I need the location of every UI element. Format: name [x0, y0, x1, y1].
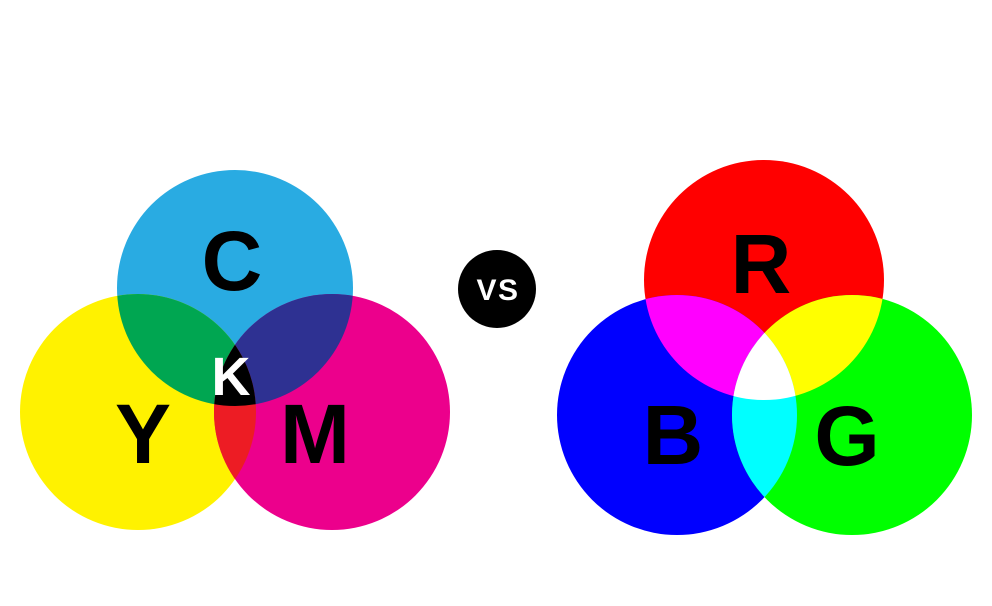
cmyk-venn: C Y M K [20, 170, 450, 530]
overlap-red-blue-magenta [644, 295, 797, 400]
label-cyan: C [202, 214, 263, 308]
label-blue: B [643, 388, 704, 482]
label-key: K [212, 347, 251, 407]
label-green: G [814, 389, 879, 483]
vs-badge-circle [458, 250, 536, 328]
overlap-cyan-yellow-green [117, 294, 256, 406]
label-magenta: M [280, 387, 350, 481]
label-red: R [731, 217, 792, 311]
rgb-venn: R B G [557, 160, 972, 535]
overlap-red-green-yellow [732, 295, 884, 400]
vs-badge-label: VS [476, 274, 519, 307]
overlap-cyan-magenta-blue [214, 294, 353, 406]
label-yellow: Y [115, 387, 171, 481]
vs-badge: VS [458, 250, 536, 328]
